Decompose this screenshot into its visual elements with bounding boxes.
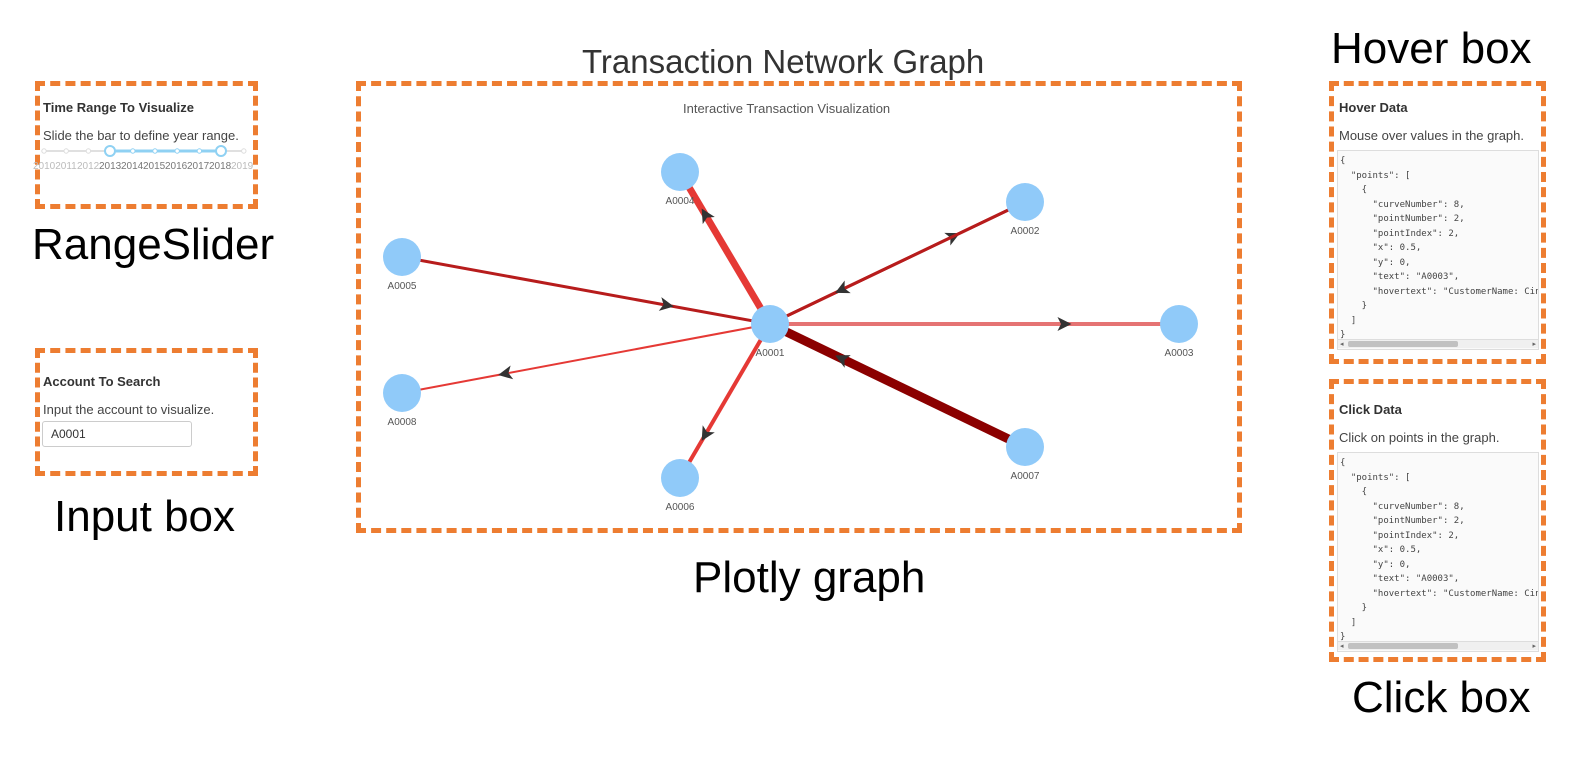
edge-A0005-A0001[interactable]	[401, 255, 771, 326]
slider-dot-2015	[152, 148, 158, 154]
scroll-left-icon[interactable]: ◂	[1340, 341, 1344, 348]
node-A0008[interactable]	[383, 374, 421, 412]
range-slider-panel: Time Range To Visualize Slide the bar to…	[43, 100, 253, 143]
edge-A0001-A0006[interactable]	[678, 322, 772, 480]
hover-data-json[interactable]: { "points": [ { "curveNumber": 8, "point…	[1337, 150, 1539, 350]
node-label-A0001: A0001	[756, 348, 785, 359]
click-box-caption: Click box	[1352, 673, 1531, 722]
account-input-panel: Account To Search Input the account to v…	[43, 374, 253, 417]
scroll-right-icon[interactable]: ▸	[1532, 643, 1536, 650]
scrollbar-thumb[interactable]	[1348, 341, 1458, 347]
click-data-panel: Click Data Click on points in the graph.	[1339, 402, 1539, 445]
graph-page-title: Transaction Network Graph	[582, 43, 985, 80]
range-slider[interactable]	[38, 143, 250, 159]
slider-dot-2017	[196, 148, 203, 154]
hover-box-caption: Hover box	[1331, 24, 1532, 73]
scrollbar-thumb[interactable]	[1348, 643, 1458, 649]
year-tick-2016: 2016	[165, 161, 188, 172]
node-label-A0002: A0002	[1011, 226, 1040, 237]
arrow-icon	[658, 297, 674, 311]
year-tick-2014: 2014	[121, 161, 144, 172]
account-input-description: Input the account to visualize.	[43, 402, 215, 417]
year-tick-2012: 2012	[77, 161, 100, 172]
node-A0004[interactable]	[661, 153, 699, 191]
input-box-highlight	[35, 348, 258, 476]
range-slider-caption: RangeSlider	[32, 220, 275, 269]
node-A0001[interactable]	[751, 305, 789, 343]
range-slider-description: Slide the bar to define year range.	[43, 128, 239, 143]
arrow-icon	[701, 208, 715, 225]
node-label-A0008: A0008	[388, 417, 417, 428]
hover-data-scrollbar[interactable]: ◂ ▸	[1338, 339, 1538, 348]
slider-dot-2011	[63, 148, 69, 154]
input-box-caption: Input box	[54, 492, 236, 541]
year-tick-2018: 2018	[209, 161, 232, 172]
account-input-title: Account To Search	[43, 374, 161, 389]
arrow-icon	[835, 280, 851, 294]
year-tick-2011: 2011	[55, 161, 77, 172]
node-A0002[interactable]	[1006, 183, 1044, 221]
edge-A0001-A0004[interactable]	[676, 170, 774, 326]
node-A0003[interactable]	[1160, 305, 1198, 343]
range-slider-ticks: 2010201120122013201420152016201720182019	[33, 161, 253, 172]
click-data-scrollbar[interactable]: ◂ ▸	[1338, 641, 1538, 650]
arrow-icon	[498, 365, 514, 380]
click-data-description: Click on points in the graph.	[1339, 430, 1500, 445]
node-label-A0003: A0003	[1165, 348, 1194, 359]
plotly-graph-caption: Plotly graph	[693, 553, 926, 602]
node-A0006[interactable]	[661, 459, 699, 497]
range-slider-highlight	[35, 81, 258, 209]
hover-box-highlight	[1329, 81, 1546, 364]
year-tick-2013: 2013	[99, 161, 122, 172]
edge-A0002-A0001[interactable]	[769, 200, 1026, 326]
hover-data-title: Hover Data	[1339, 100, 1408, 115]
slider-dot-2019	[241, 148, 247, 154]
scroll-right-icon[interactable]: ▸	[1532, 341, 1536, 348]
arrow-icon	[701, 425, 715, 441]
year-tick-2010: 2010	[33, 161, 56, 172]
range-slider-handle-start[interactable]	[104, 145, 116, 157]
range-slider-title: Time Range To Visualize	[43, 100, 194, 115]
edge-A0007-A0001[interactable]	[768, 319, 1027, 452]
slider-dot-2012	[85, 148, 92, 154]
node-label-A0006: A0006	[666, 502, 695, 513]
range-slider-handle-end[interactable]	[215, 145, 227, 157]
node-label-A0004: A0004	[666, 196, 695, 207]
node-label-A0007: A0007	[1011, 471, 1040, 482]
plot-title: Interactive Transaction Visualization	[683, 101, 891, 116]
year-tick-2019: 2019	[231, 161, 254, 172]
slider-dot-2016	[174, 148, 180, 154]
year-tick-2015: 2015	[143, 161, 166, 172]
node-A0005[interactable]	[383, 238, 421, 276]
year-tick-2017: 2017	[187, 161, 210, 172]
edge-A0001-A0008[interactable]	[401, 323, 771, 394]
click-data-title: Click Data	[1339, 402, 1402, 417]
node-A0007[interactable]	[1006, 428, 1044, 466]
plotly-graph-highlight	[356, 81, 1242, 533]
arrow-icon	[835, 355, 851, 368]
hover-data-description: Mouse over values in the graph.	[1339, 128, 1524, 143]
click-box-highlight	[1329, 379, 1546, 662]
click-data-json[interactable]: { "points": [ { "curveNumber": 8, "point…	[1337, 452, 1539, 652]
hover-data-panel: Hover Data Mouse over values in the grap…	[1339, 100, 1539, 143]
arrow-icon	[1057, 317, 1072, 331]
slider-dot-2014	[130, 148, 136, 154]
node-label-A0005: A0005	[388, 281, 417, 292]
account-search-input[interactable]: A0001	[42, 421, 192, 447]
slider-dot-2010	[41, 148, 47, 154]
scroll-left-icon[interactable]: ◂	[1340, 643, 1344, 650]
